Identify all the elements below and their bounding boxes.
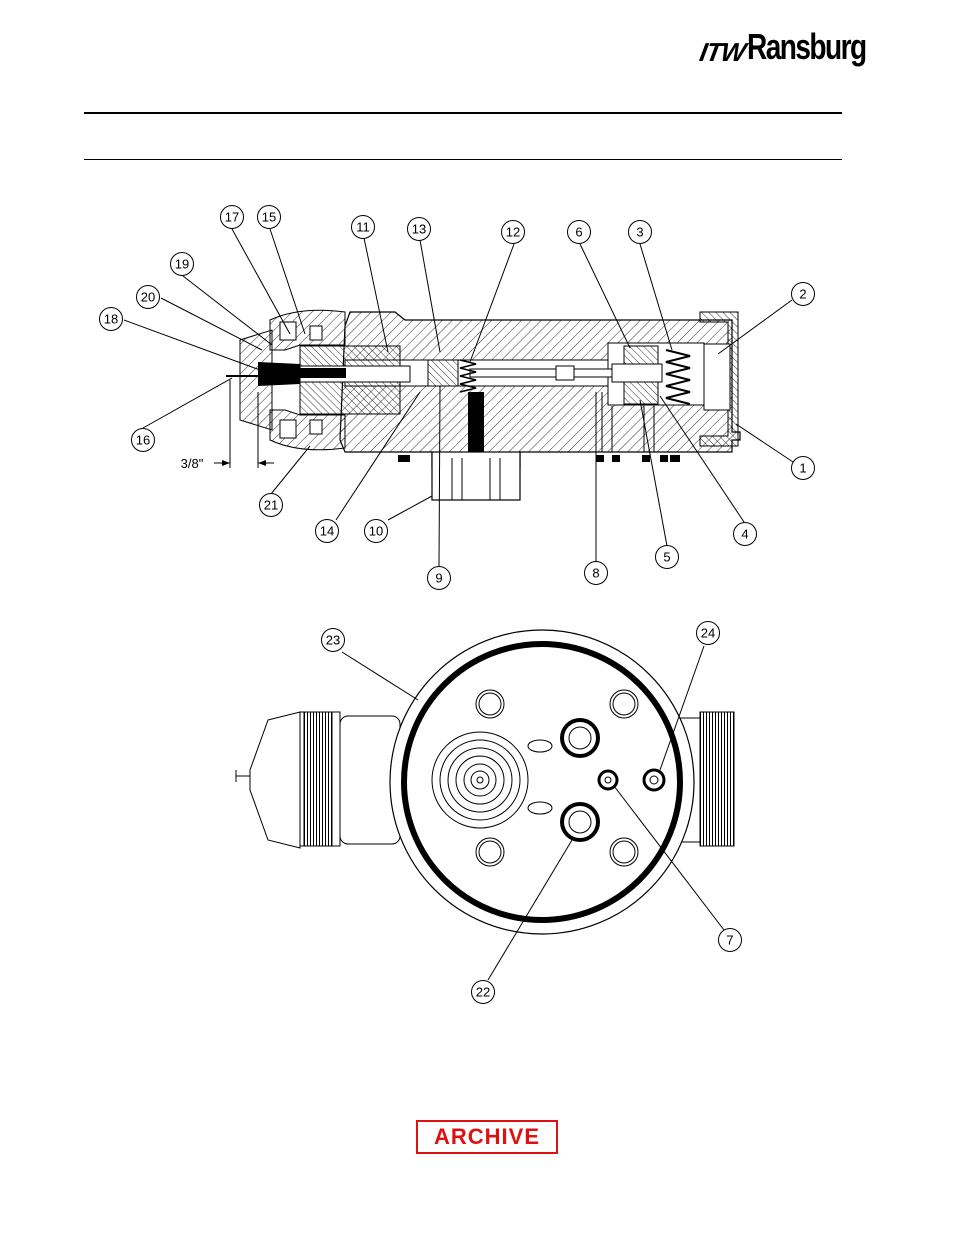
callout-16: 16	[132, 429, 155, 452]
callout-label: 18	[104, 312, 118, 327]
callout-label: 2	[799, 287, 806, 302]
callout-label: 8	[592, 566, 599, 581]
callout-3: 3	[629, 221, 652, 244]
callout-10: 10	[365, 520, 388, 543]
callout-label: 10	[369, 524, 383, 539]
callout-label: 21	[264, 498, 278, 513]
callout-8: 8	[585, 562, 608, 585]
callout-17: 17	[221, 206, 244, 229]
callout-15: 15	[258, 206, 281, 229]
callout-label: 3	[636, 225, 643, 240]
callout-label: 6	[575, 225, 582, 240]
callout-label: 14	[320, 524, 334, 539]
callout-label: 17	[225, 210, 239, 225]
callout-label: 24	[701, 626, 715, 641]
callout-label: 16	[136, 433, 150, 448]
callout-9: 9	[428, 567, 451, 590]
callout-label: 15	[262, 210, 276, 225]
callout-20: 20	[137, 286, 160, 309]
callout-5: 5	[656, 546, 679, 569]
callout-label: 19	[175, 257, 189, 272]
callout-23: 23	[322, 629, 345, 652]
callout-7: 7	[719, 929, 742, 952]
callout-label: 13	[412, 222, 426, 237]
callout-label: 9	[435, 571, 442, 586]
archive-stamp-label: ARCHIVE	[434, 1124, 540, 1150]
callout-label: 4	[741, 527, 748, 542]
callout-22: 22	[472, 981, 495, 1004]
end-view	[236, 630, 734, 934]
callout-4: 4	[734, 523, 757, 546]
callout-label: 22	[476, 985, 490, 1000]
callout-6: 6	[568, 221, 591, 244]
callout-label: 11	[356, 220, 370, 235]
callout-24: 24	[697, 622, 720, 645]
callout-12: 12	[502, 221, 525, 244]
callout-label: 12	[506, 225, 520, 240]
callout-label: 1	[799, 461, 806, 476]
archive-stamp: ARCHIVE	[416, 1120, 558, 1154]
callout-13: 13	[408, 218, 431, 241]
callout-19: 19	[171, 253, 194, 276]
callout-1: 1	[792, 457, 815, 480]
callout-11: 11	[352, 216, 375, 239]
dimension-label: 3/8"	[181, 456, 204, 471]
callout-label: 5	[663, 550, 670, 565]
callout-2: 2	[792, 283, 815, 306]
callout-18: 18	[100, 308, 123, 331]
callout-label: 7	[726, 933, 733, 948]
callout-label: 20	[141, 290, 155, 305]
callout-21: 21	[260, 494, 283, 517]
callout-14: 14	[316, 520, 339, 543]
callout-label: 23	[326, 633, 340, 648]
